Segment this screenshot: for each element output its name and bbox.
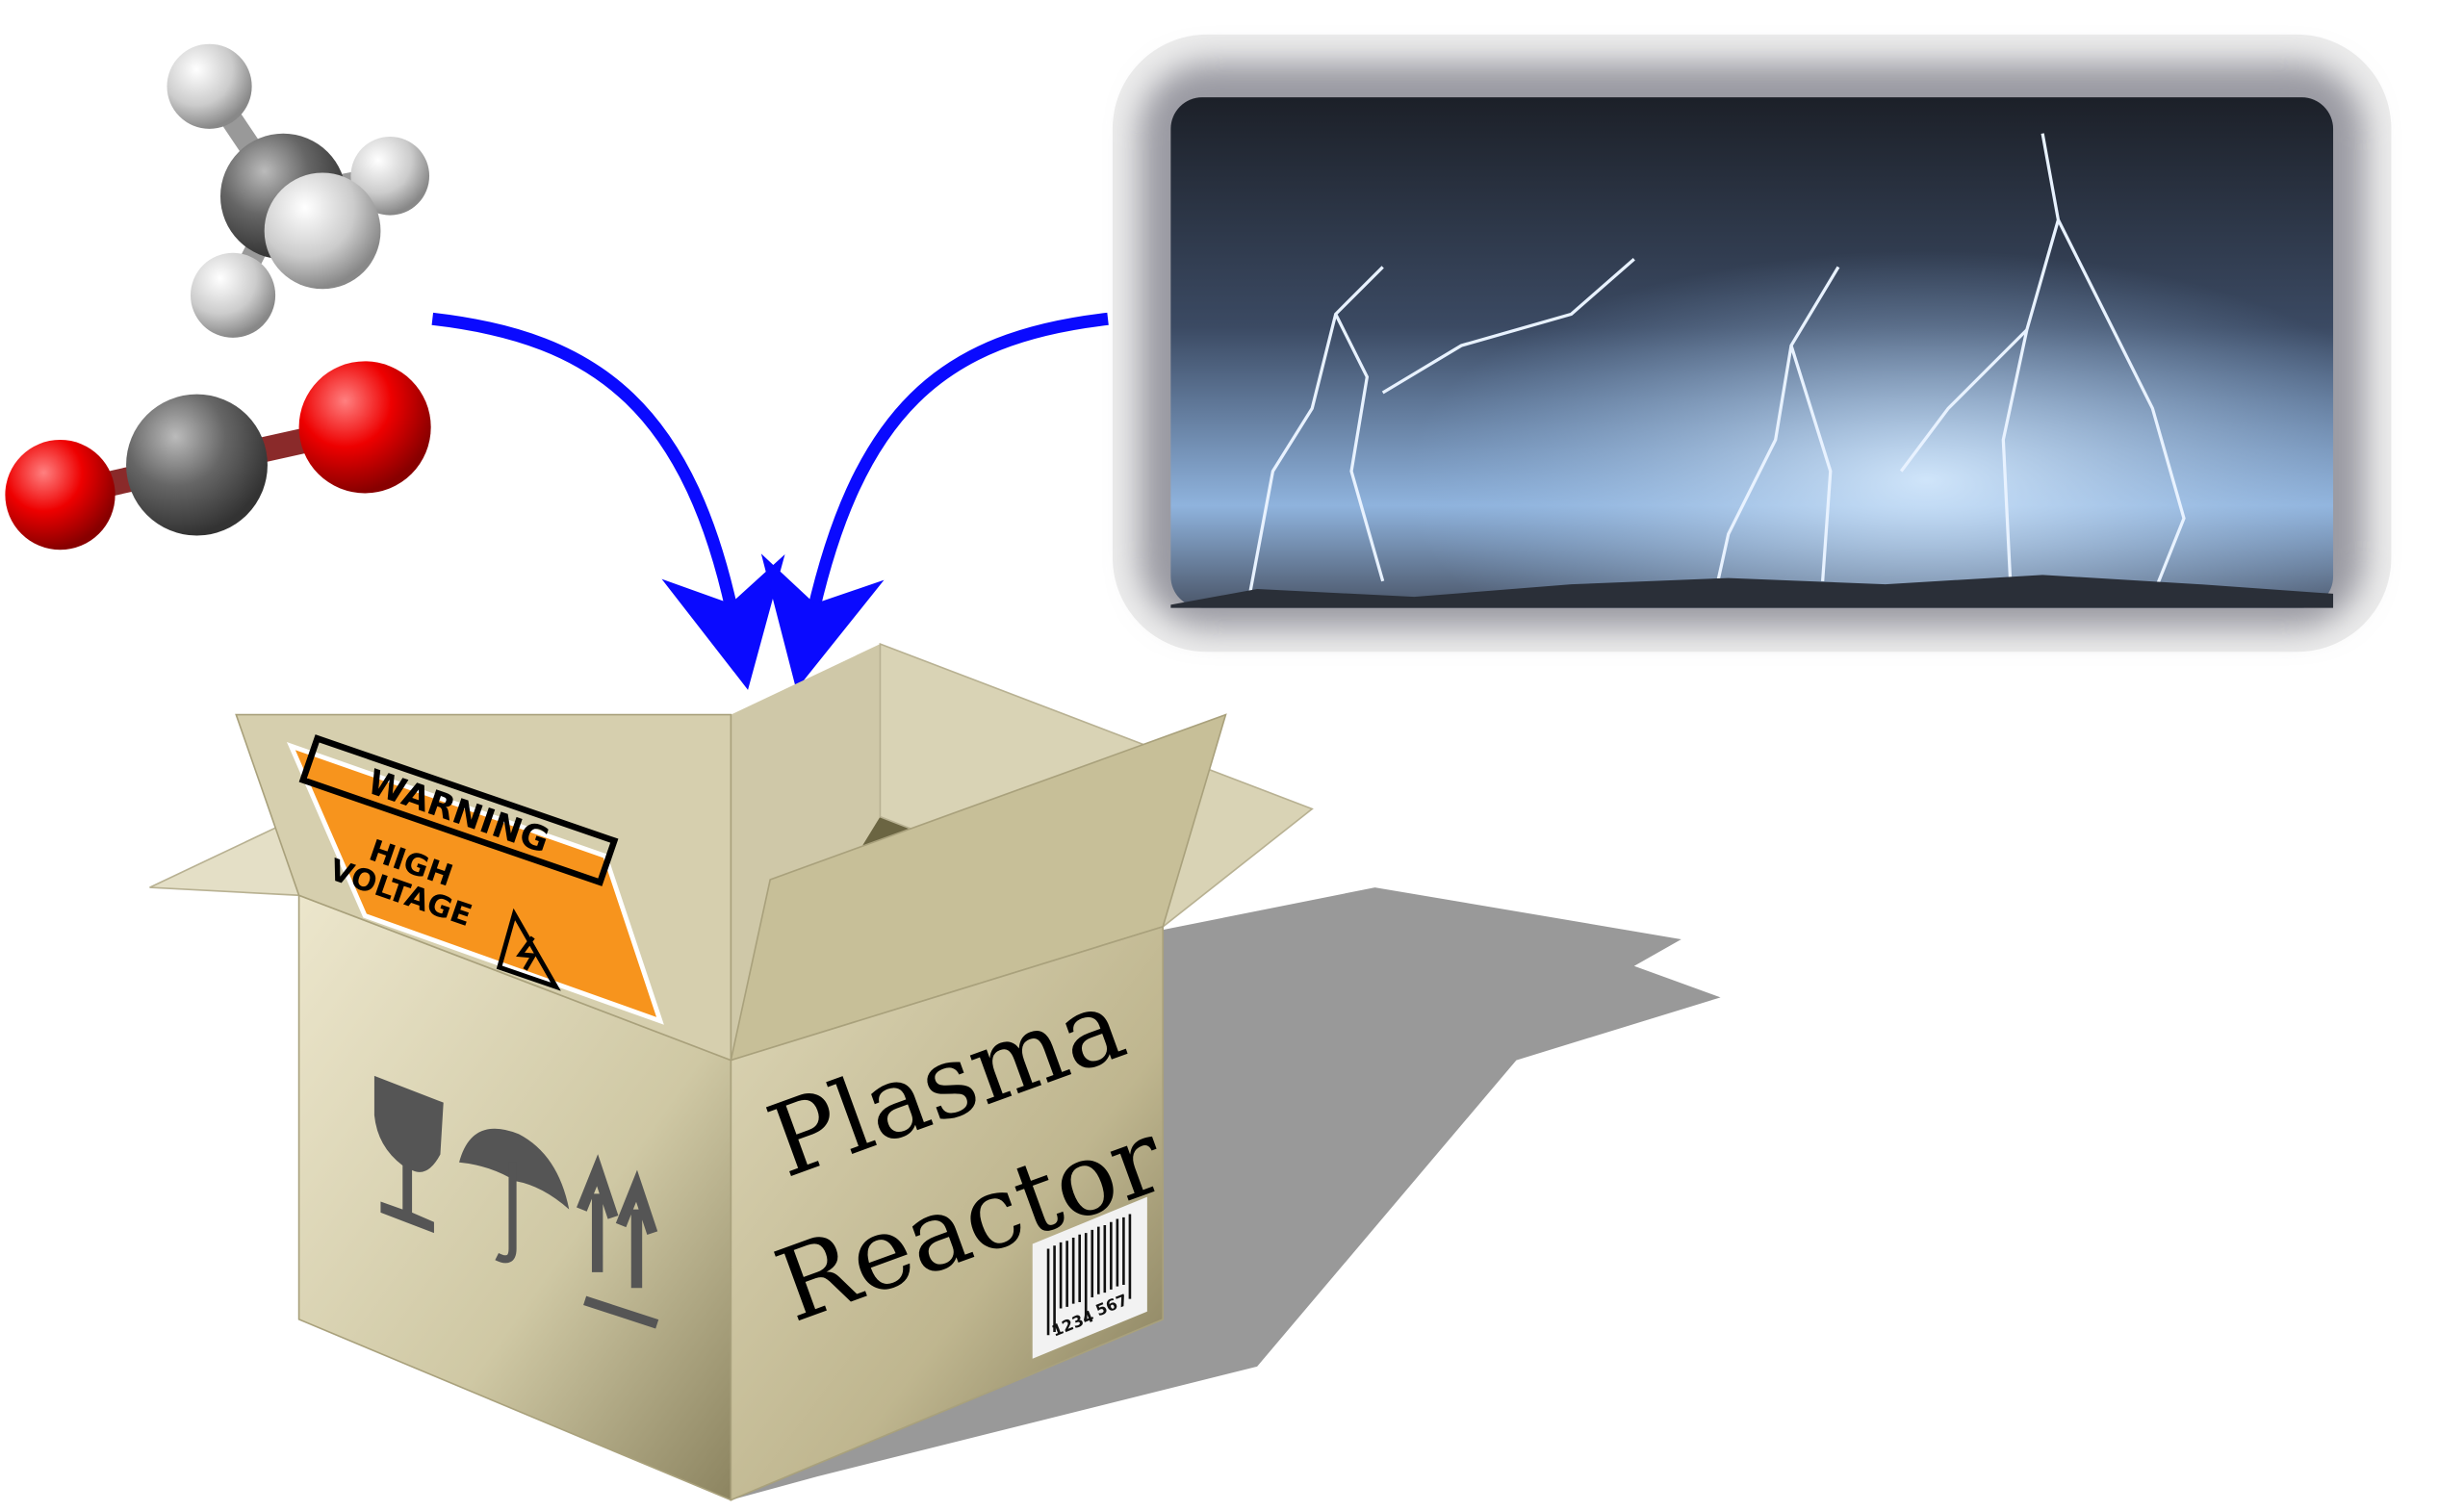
umbrella-icon <box>459 1128 570 1264</box>
barcode: 1234 567 <box>1032 1196 1147 1359</box>
methane-molecule <box>167 43 430 338</box>
co2-molecule <box>5 361 431 551</box>
lightning-storm-image <box>1112 34 2392 653</box>
warning-label: WARNING HIGH VOLTAGE <box>286 734 664 1025</box>
lightning-bolts <box>1247 133 2186 605</box>
plasma-reactor-box: WARNING HIGH VOLTAGE Plasma Reactor <box>149 642 1314 1501</box>
arrow-molecules-to-reactor <box>431 312 785 690</box>
arrow-lightning-to-reactor <box>760 312 1109 690</box>
fragile-glass-icon <box>373 1075 444 1234</box>
high-voltage-icon <box>496 908 561 991</box>
this-way-up-icon <box>577 1154 659 1329</box>
